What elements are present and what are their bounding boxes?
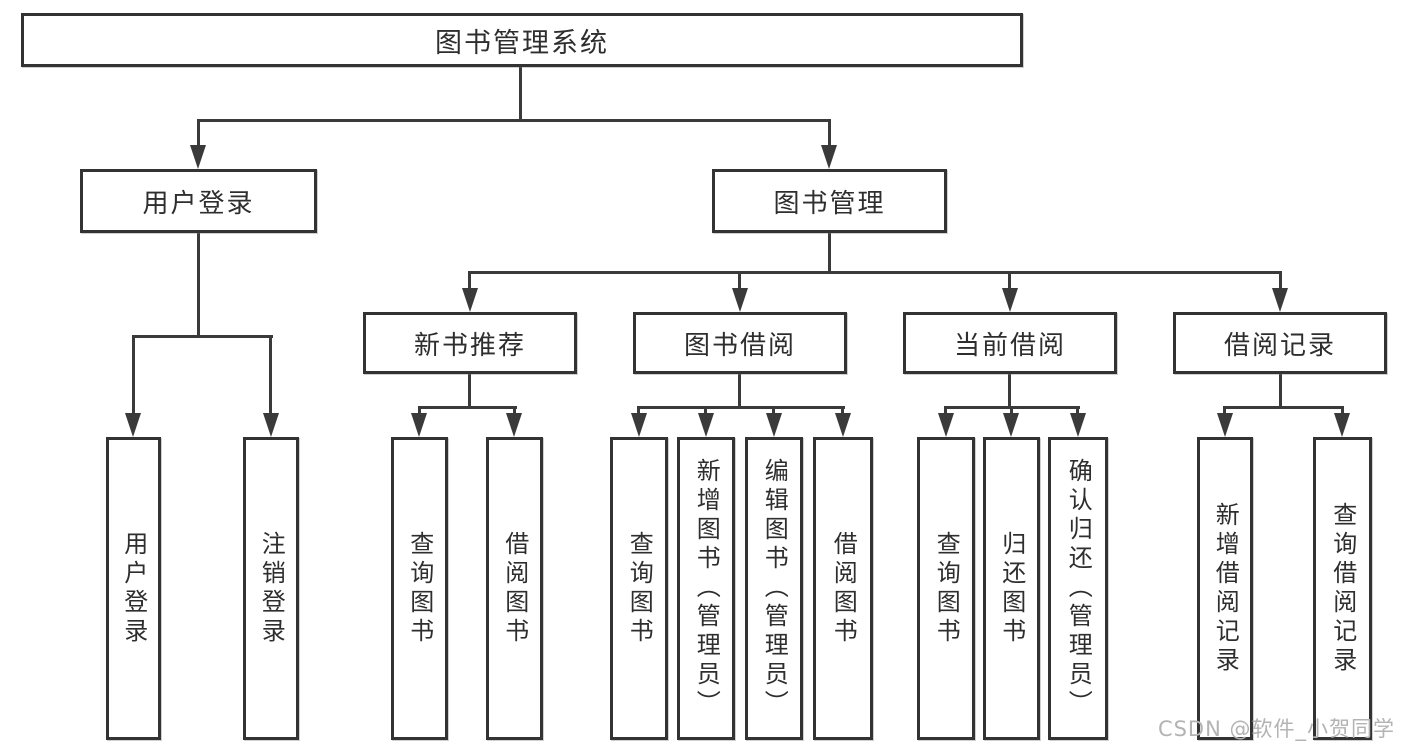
connector-segment	[1008, 271, 1011, 293]
arrow-down-icon	[938, 413, 954, 437]
leaf-query-books-current: 查询图书	[917, 437, 975, 740]
arrow-down-icon	[190, 145, 206, 169]
leaf-confirm-return-admin: 确认归还（管理员）	[1048, 437, 1108, 740]
arrow-down-icon	[1002, 288, 1018, 312]
connector-segment	[738, 374, 741, 409]
leaf-label: 借阅图书	[829, 530, 858, 647]
leaf-borrow-books: 借阅图书	[813, 437, 873, 740]
connector-segment	[468, 374, 471, 409]
arrow-down-icon	[1272, 288, 1288, 312]
connector-segment	[1223, 406, 1344, 409]
leaf-label: 新增借阅记录	[1211, 501, 1240, 676]
connector-segment	[468, 271, 471, 293]
node-book-borrowing: 图书借阅	[633, 312, 847, 374]
node-system-root: 图书管理系统	[21, 13, 1023, 67]
leaf-label: 归还图书	[997, 530, 1026, 647]
connector-segment	[132, 335, 135, 420]
connector-segment	[828, 233, 831, 273]
leaf-label: 注销登录	[257, 530, 286, 647]
arrow-down-icon	[263, 413, 279, 437]
leaf-add-borrow-record: 新增借阅记录	[1197, 437, 1253, 740]
connector-segment	[197, 119, 831, 122]
leaf-query-books-recommend: 查询图书	[391, 437, 448, 740]
arrow-down-icon	[1217, 413, 1233, 437]
arrow-down-icon	[1334, 413, 1350, 437]
connector-segment	[197, 233, 200, 337]
leaf-label: 新增图书（管理员）	[692, 458, 721, 719]
node-book-management: 图书管理	[712, 169, 947, 233]
connector-segment	[197, 119, 200, 150]
leaf-label: 查询图书	[625, 530, 654, 647]
connector-segment	[637, 406, 845, 409]
arrow-down-icon	[462, 288, 478, 312]
connector-segment	[468, 271, 1282, 274]
arrow-down-icon	[125, 413, 141, 437]
arrow-down-icon	[835, 413, 851, 437]
node-label: 新书推荐	[413, 330, 526, 361]
node-user-login: 用户登录	[80, 169, 317, 233]
arrow-down-icon	[411, 413, 427, 437]
arrow-down-icon	[1070, 413, 1086, 437]
leaf-borrow-books-recommend: 借阅图书	[486, 437, 543, 740]
node-new-book-recommend: 新书推荐	[363, 312, 577, 374]
leaf-add-books-admin: 新增图书（管理员）	[677, 437, 735, 740]
connector-segment	[828, 119, 831, 150]
connector-segment	[1279, 374, 1282, 409]
leaf-label: 查询图书	[405, 530, 434, 647]
arrow-down-icon	[1003, 413, 1019, 437]
leaf-query-books-borrowing: 查询图书	[610, 437, 668, 740]
arrow-down-icon	[766, 413, 782, 437]
node-label: 当前借阅	[953, 330, 1066, 361]
arrow-down-icon	[821, 145, 837, 169]
connector-segment	[269, 335, 272, 420]
leaf-return-books: 归还图书	[983, 437, 1040, 740]
leaf-label: 用户登录	[119, 530, 148, 647]
arrow-down-icon	[631, 413, 647, 437]
connector-segment	[519, 67, 522, 119]
node-current-borrowing: 当前借阅	[903, 312, 1117, 374]
leaf-label: 查询借阅记录	[1328, 501, 1357, 676]
leaf-query-borrow-record: 查询借阅记录	[1313, 437, 1372, 740]
connector-segment	[1008, 374, 1011, 409]
arrow-down-icon	[732, 288, 748, 312]
leaf-logout: 注销登录	[243, 437, 299, 740]
connector-segment	[418, 406, 517, 409]
node-label: 用户登录	[142, 188, 255, 219]
node-label: 借阅记录	[1223, 330, 1336, 361]
node-label: 图书借阅	[683, 330, 796, 361]
leaf-edit-books-admin: 编辑图书（管理员）	[745, 437, 803, 740]
leaf-user-login: 用户登录	[106, 437, 161, 740]
leaf-label: 确认归还（管理员）	[1064, 458, 1093, 719]
leaf-label: 编辑图书（管理员）	[760, 458, 789, 719]
connector-segment	[738, 271, 741, 293]
node-label: 图书管理	[773, 188, 886, 219]
connector-segment	[1279, 271, 1282, 293]
arrow-down-icon	[506, 413, 522, 437]
leaf-label: 借阅图书	[500, 530, 529, 647]
leaf-label: 查询图书	[932, 530, 961, 647]
arrow-down-icon	[698, 413, 714, 437]
node-borrowing-records: 借阅记录	[1173, 312, 1387, 374]
node-label: 图书管理系统	[435, 27, 609, 59]
connector-segment	[132, 335, 273, 338]
